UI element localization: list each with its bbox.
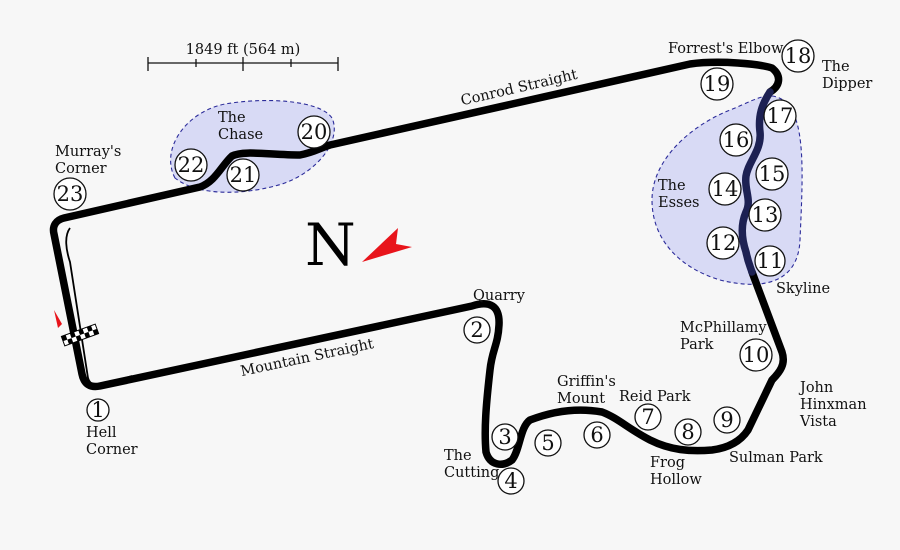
- turn-number-2: 2: [470, 318, 483, 342]
- turn-circle-18: [781, 39, 815, 73]
- turn-marker-20: 20: [297, 115, 331, 149]
- track-esses: [738, 88, 774, 276]
- turn-circle-3: [491, 423, 519, 451]
- turn-circle-4: [497, 467, 525, 495]
- turn-circle-14: [708, 172, 742, 206]
- turn-marker-17: 17: [763, 99, 797, 133]
- turn-circle-13: [748, 198, 782, 232]
- turn-circle-15: [755, 157, 789, 191]
- turn-circle-7: [634, 403, 662, 431]
- direction-arrow-icon: [54, 310, 62, 328]
- turn-circle-8: [674, 418, 702, 446]
- turn-number-10: 10: [743, 343, 770, 367]
- turn-circle-17: [763, 99, 797, 133]
- turn-marker-23: 23: [53, 177, 87, 211]
- turn-number-18: 18: [785, 44, 812, 68]
- north-arrow-icon: [362, 228, 412, 262]
- turn-circle-19: [700, 67, 734, 101]
- turn-marker-15: 15: [755, 157, 789, 191]
- skyline-label: Skyline: [776, 281, 830, 297]
- turn-number-5: 5: [541, 431, 554, 455]
- start-finish-line: [60, 323, 100, 347]
- turn-circle-2: [463, 316, 491, 344]
- north-label: N: [305, 211, 356, 279]
- turn-circle-6: [583, 421, 611, 449]
- turn-marker-16: 16: [719, 123, 753, 157]
- turn-number-1: 1: [91, 398, 104, 422]
- quarry-label: Quarry: [473, 288, 526, 304]
- scale-label: 1849 ft (564 m): [186, 42, 301, 58]
- turn-circle-1: [86, 398, 110, 422]
- turn-circle-11: [754, 245, 786, 277]
- turn-circle-20: [297, 115, 331, 149]
- turn-circle-23: [53, 177, 87, 211]
- turn-marker-4: 4: [497, 467, 525, 495]
- turn-marker-1: 1: [86, 398, 110, 422]
- turn-marker-13: 13: [748, 198, 782, 232]
- turn-circle-10: [739, 338, 773, 372]
- turn-circle-9: [713, 406, 741, 434]
- turn-number-6: 6: [590, 423, 603, 447]
- turn-marker-7: 7: [634, 403, 662, 431]
- turn-number-9: 9: [720, 408, 733, 432]
- turn-circle-5: [534, 429, 562, 457]
- turn-number-4: 4: [504, 469, 517, 493]
- turn-marker-6: 6: [583, 421, 611, 449]
- turn-number-17: 17: [767, 104, 794, 128]
- turn-marker-5: 5: [534, 429, 562, 457]
- turn-number-8: 8: [681, 420, 694, 444]
- turn-marker-14: 14: [708, 172, 742, 206]
- turn-number-11: 11: [757, 249, 784, 273]
- turn-number-12: 12: [710, 231, 737, 255]
- zone-the-chase: [170, 100, 335, 193]
- turn-number-15: 15: [759, 162, 786, 186]
- turn-number-13: 13: [752, 203, 779, 227]
- turn-number-19: 19: [704, 72, 731, 96]
- turn-number-3: 3: [498, 425, 511, 449]
- forrests-elbow-label: Forrest's Elbow: [668, 41, 784, 57]
- turn-marker-18: 18: [781, 39, 815, 73]
- sulman-park-label: Sulman Park: [729, 450, 823, 466]
- turn-number-14: 14: [712, 177, 739, 201]
- turn-circle-12: [706, 226, 740, 260]
- turn-circle-21: [226, 158, 260, 192]
- turn-marker-19: 19: [700, 67, 734, 101]
- turn-number-22: 22: [178, 153, 205, 177]
- turn-number-16: 16: [723, 128, 750, 152]
- turn-number-23: 23: [57, 182, 84, 206]
- turn-marker-12: 12: [706, 226, 740, 260]
- turn-circle-22: [174, 148, 208, 182]
- scale-bar: 1849 ft (564 m): [147, 42, 339, 71]
- track-main: [49, 58, 787, 468]
- turn-marker-11: 11: [754, 245, 786, 277]
- turn-circle-16: [719, 123, 753, 157]
- turn-marker-9: 9: [713, 406, 741, 434]
- turn-marker-22: 22: [174, 148, 208, 182]
- turn-marker-21: 21: [226, 158, 260, 192]
- turn-marker-10: 10: [739, 338, 773, 372]
- turn-marker-8: 8: [674, 418, 702, 446]
- reid-park-label: Reid Park: [619, 389, 691, 405]
- turn-marker-3: 3: [491, 423, 519, 451]
- turn-number-7: 7: [641, 405, 654, 429]
- turn-number-21: 21: [230, 163, 257, 187]
- turn-number-20: 20: [301, 120, 328, 144]
- turn-marker-2: 2: [463, 316, 491, 344]
